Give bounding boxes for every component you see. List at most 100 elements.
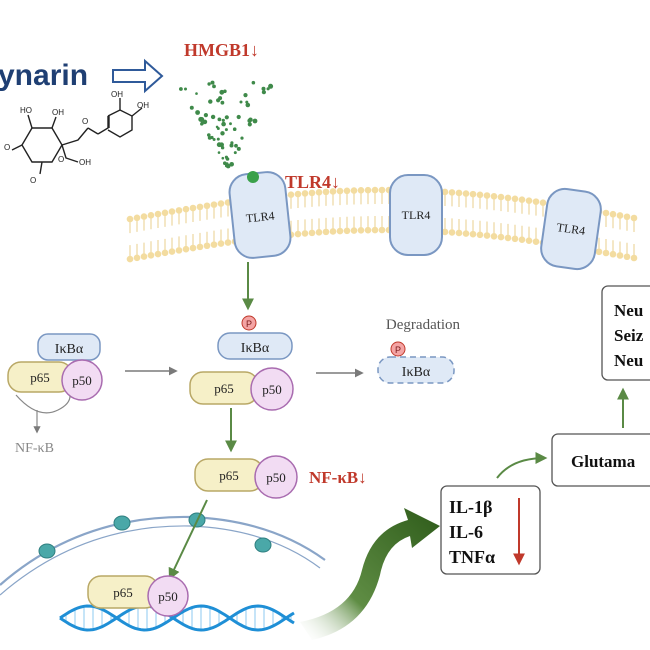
glutamate-label: Glutama [571,452,636,471]
ikba-complex-left: IκBα p65 p50 NF-κB [7,333,103,456]
ikba-label: IκBα [55,342,84,357]
hmgb1-particle [212,84,216,89]
hmgb1-particle [229,143,234,148]
hmgb1-particle [203,113,208,118]
hmgb1-particle [230,141,234,145]
p50-label: p50 [266,470,286,485]
lipid-head [525,237,533,244]
lipid-head [210,241,218,248]
lipid-head [133,214,141,222]
lipid-head [189,244,197,252]
lipid-head [455,229,463,237]
lipid-head [133,254,141,262]
cytokine-il6: IL-6 [449,522,483,542]
cytokine-output-arrow [300,508,440,640]
hmgb1-particle [216,137,220,141]
hmgb1-particle [212,138,216,141]
p65-label: p65 [113,585,133,600]
hmgb1-particle [215,125,219,129]
lipid-head [322,228,330,236]
lipid-head [161,249,169,257]
arrow-to-glutamate [496,452,548,479]
hmgb1-particle [251,80,256,85]
lipid-head [175,247,183,254]
svg-text:O: O [4,143,10,152]
lipid-head [301,230,309,237]
lipid-head [623,213,631,221]
lipid-head [609,210,617,218]
lipid-head [315,229,323,236]
lipid-head [336,187,344,195]
hmgb1-particle [207,82,211,86]
p65-label: p65 [219,468,239,483]
dna-strand [59,604,295,632]
lipid-head [448,189,456,196]
hmgb1-particle [229,122,232,126]
hmgb1-particle [252,118,258,124]
hmgb1-particle [220,131,225,136]
lipid-head [490,192,498,200]
lipid-head [308,229,316,237]
hmgb1-particle [195,110,201,115]
cytokine-il1b: IL-1β [449,497,493,517]
lipid-head [203,202,211,210]
lipid-head [147,212,155,219]
lipid-head [441,188,449,196]
outcomes-box: Neu Seiz Neu [601,285,650,381]
hmgb1-particle [217,151,221,154]
hmgb1-particle [236,114,241,120]
lipid-head [448,229,456,236]
hmgb1-particle [233,151,237,155]
chemical-structure: OH OH HO OH OH O O O O [4,90,149,185]
hmgb1-particle [202,119,208,125]
lipid-head [623,253,631,261]
hmgb1-particle [247,122,252,127]
lipid-head [161,209,169,217]
lipid-head [476,231,484,239]
degraded-ikba: P IκBα [377,341,455,384]
hmgb1-bound-dot [247,171,259,183]
hmgb1-particle [189,105,194,110]
tlr4-receptor-label: TLR4 [402,208,431,222]
arrow-into-nucleus [168,499,208,581]
lipid-head [329,188,337,195]
hmgb1-particle [239,100,243,104]
lipid-head [462,190,470,197]
hmgb1-particle [245,102,251,108]
hmgb1-particle [207,133,211,137]
lipid-head [147,252,155,259]
dna-bound-nfkb: p65 p50 [87,575,189,617]
lipid-head [532,238,540,245]
hmgb1-particle [219,89,225,95]
hmgb1-particle [261,86,266,91]
lipid-head [126,255,134,263]
hmgb1-particle [248,117,253,122]
lipid-head [196,203,204,211]
lipid-head [371,226,379,234]
lipid-head [308,189,316,197]
outcome-1: Neu [614,301,643,320]
lipid-head [504,194,512,202]
ikba-label: IκBα [241,341,270,356]
cytokines-box: IL-1β IL-6 TNFα [440,485,541,575]
lipid-head [322,188,330,196]
lipid-head [490,232,498,240]
lipid-head [140,213,148,220]
hmgb1-particle [234,143,238,148]
lipid-head [455,189,463,197]
svg-text:O: O [30,176,36,185]
tlr4-receptor-label: TLR4 [245,209,275,226]
lipid-head [609,250,617,258]
svg-text:O: O [82,117,88,126]
lipid-head [364,186,372,194]
nfkb-plain-label: NF-κB [15,441,54,456]
hmgb1-particle [221,118,225,122]
hmgb1-particle [217,117,222,122]
p50-label: p50 [262,382,282,397]
lipid-head [182,205,190,213]
ikba-label: IκBα [402,365,431,380]
lipid-head [483,232,491,239]
nfkb-down-label: NF-κB↓ [309,468,367,487]
hmgb1-particle [210,135,214,140]
lipid-head [357,187,365,194]
